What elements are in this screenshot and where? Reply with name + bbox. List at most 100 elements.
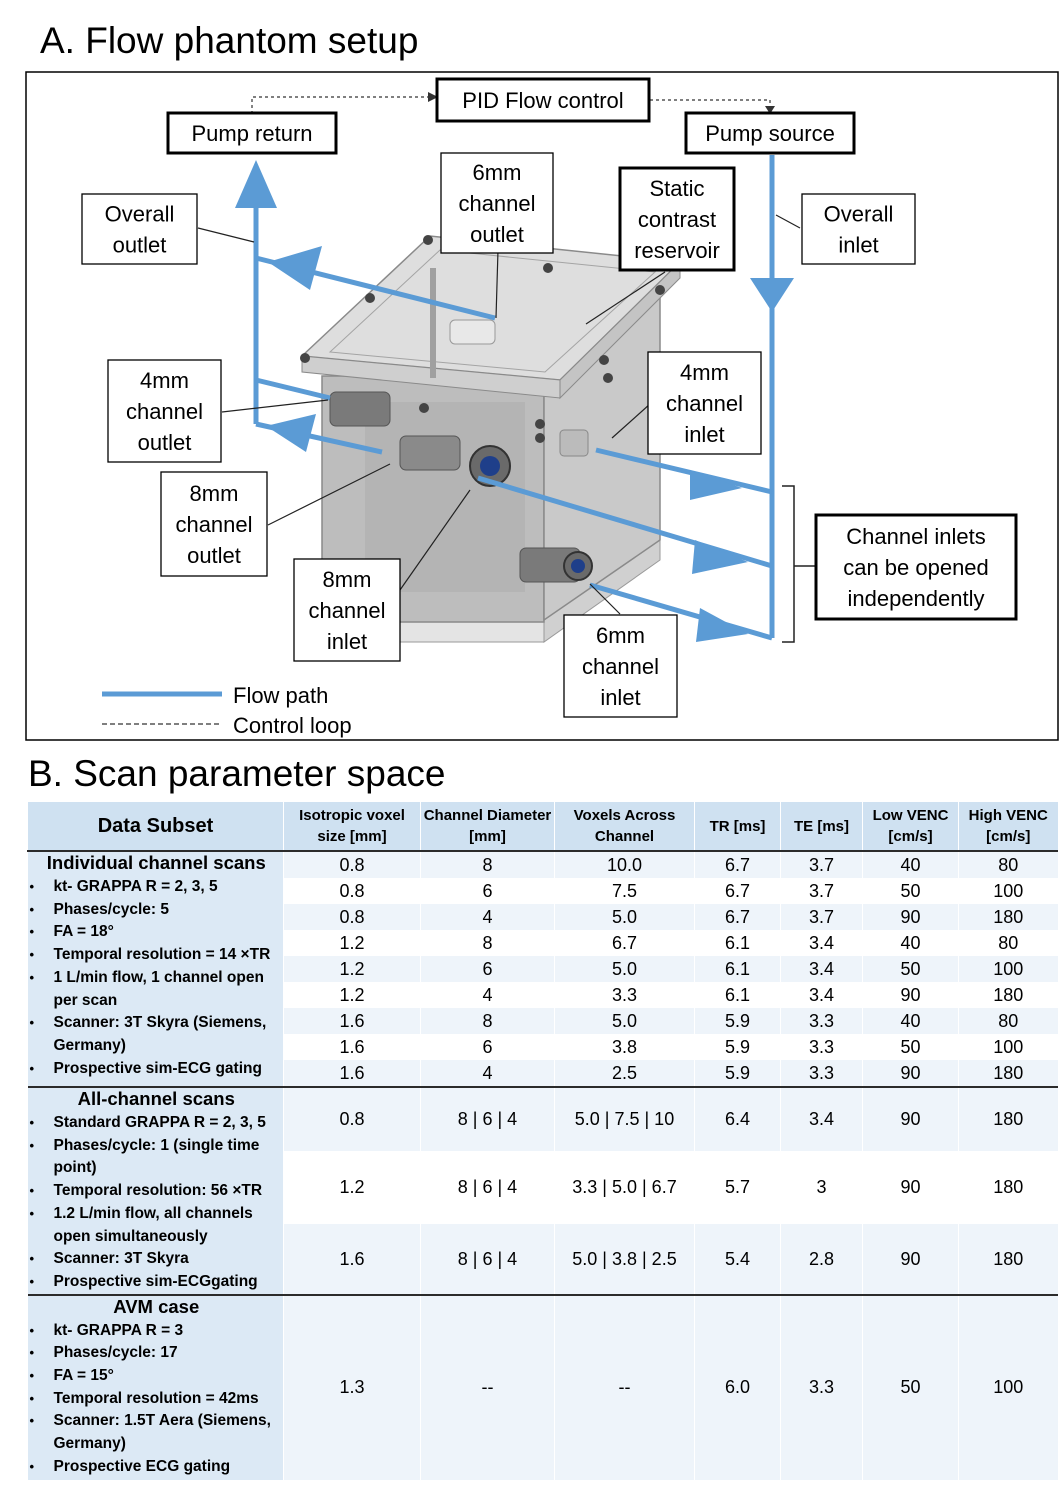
table-cell: 3.3 (554, 982, 695, 1008)
arrow-left-icon (266, 414, 316, 452)
bullet-item: Scanner: 3T Skyra (Siemens, Germany) (30, 1012, 282, 1057)
label-text: outlet (470, 222, 524, 247)
table-cell: 100 (958, 1294, 1058, 1480)
table-cell: 3.4 (780, 1087, 863, 1152)
header-tr: TR [ms] (694, 802, 781, 851)
group-name: Individual channel scans (46, 852, 266, 873)
bullet-item: Phases/cycle: 5 (30, 899, 282, 922)
arrow-left-icon (690, 470, 742, 500)
bullet-item: FA = 15° (30, 1365, 282, 1388)
table-cell: 90 (862, 1151, 959, 1225)
label-text: Overall (824, 201, 894, 226)
table-cell: 8 | 6 | 4 (420, 1087, 555, 1152)
bullet-item: kt- GRAPPA R = 2, 3, 5 (30, 876, 282, 899)
bullet-item: Temporal resolution = 42ms (30, 1388, 282, 1411)
table-cell: 1.6 (283, 1060, 421, 1087)
inlets-bracket (782, 485, 795, 643)
table-cell: 80 (958, 930, 1058, 956)
table-cell: 8 (420, 1008, 555, 1034)
control-loop-lines (251, 96, 771, 114)
table-cell: 40 (862, 1008, 959, 1034)
label-text: can be opened (843, 555, 989, 580)
bullet-item: Temporal resolution: 56 ×TR (30, 1180, 282, 1203)
table-cell: 180 (958, 982, 1058, 1008)
table-cell: 1.2 (283, 930, 421, 956)
label-text: channel (126, 399, 203, 424)
table-cell: 6.1 (694, 982, 781, 1008)
group-bullets: Standard GRAPPA R = 2, 3, 5Phases/cycle:… (30, 1112, 282, 1294)
table-cell: 6.7 (694, 851, 781, 878)
table-group: All-channel scansStandard GRAPPA R = 2, … (27, 1087, 1058, 1295)
table-cell: 5.0 | 3.8 | 2.5 (554, 1224, 695, 1295)
table-cell: 5.4 (694, 1224, 781, 1295)
table-cell: 6 (420, 1034, 555, 1060)
table-cell: 50 (862, 1034, 959, 1060)
flow-direction-arrows (235, 160, 794, 642)
legend-flow-path-label: Flow path (233, 683, 328, 708)
bullet-item: Prospective ECG gating (30, 1456, 282, 1479)
table-cell: 3.4 (780, 956, 863, 982)
legend-control-loop-label: Control loop (233, 713, 352, 738)
table-cell: 5.0 | 7.5 | 10 (554, 1087, 695, 1152)
table-cell: 3.4 (780, 982, 863, 1008)
table-cell: 40 (862, 851, 959, 878)
label-text: inlet (838, 232, 878, 257)
label-text: outlet (113, 232, 167, 257)
table-cell: 90 (862, 904, 959, 930)
label-text: Static (649, 176, 704, 201)
table-cell: 50 (862, 956, 959, 982)
arrow-up-icon (235, 160, 277, 208)
table-cell: 1.2 (283, 956, 421, 982)
label-text: outlet (138, 430, 192, 455)
table-cell: 80 (958, 1008, 1058, 1034)
bullet-item: Phases/cycle: 1 (single time point) (30, 1135, 282, 1180)
table-cell: 0.8 (283, 904, 421, 930)
header-data-subset: Data Subset (27, 802, 284, 851)
table-cell: -- (420, 1294, 555, 1480)
label-text: channel (458, 191, 535, 216)
table-row: AVM casekt- GRAPPA R = 3Phases/cycle: 17… (27, 1294, 1058, 1480)
label-text: reservoir (634, 238, 720, 263)
arrow-left-icon (692, 540, 748, 574)
label-text: channel (582, 654, 659, 679)
table-cell: 5.0 (554, 1008, 695, 1034)
table-cell: 3.3 (780, 1294, 863, 1480)
table-row: Individual channel scans kt- GRAPPA R = 2… (27, 851, 1058, 1087)
table-cell: 50 (862, 878, 959, 904)
table-cell: 1.6 (283, 1224, 421, 1295)
arrow-down-icon (750, 278, 794, 312)
table-cell: 4 (420, 1060, 555, 1087)
header-voxels-across: Voxels Across Channel (554, 802, 695, 851)
table-cell: 3 (780, 1151, 863, 1225)
bullet-item: 1.2 L/min flow, all channels open simult… (30, 1203, 282, 1248)
group-description: Individual channel scans kt- GRAPPA R = 2… (27, 851, 284, 1087)
table-cell: 180 (958, 1224, 1058, 1295)
table-header-row: Data Subset Isotropic voxel size [mm] Ch… (27, 802, 1058, 851)
header-channel-diameter: Channel Diameter [mm] (420, 802, 555, 851)
arrow-left-icon (696, 608, 748, 642)
bullet-item: Scanner: 3T Skyra (30, 1248, 282, 1271)
bullet-item: FA = 18° (30, 921, 282, 944)
bullet-item: kt- GRAPPA R = 3 (30, 1320, 282, 1343)
table-cell: 180 (958, 1060, 1058, 1087)
table-cell: 8 (420, 851, 555, 878)
label-text: 8mm (190, 481, 239, 506)
table-cell: 180 (958, 1087, 1058, 1152)
group-name: All-channel scans (77, 1088, 235, 1109)
table-cell: 5.0 (554, 956, 695, 982)
header-te: TE [ms] (780, 802, 863, 851)
label-text: Pump source (705, 121, 835, 146)
table-cell: 3.3 (780, 1060, 863, 1087)
